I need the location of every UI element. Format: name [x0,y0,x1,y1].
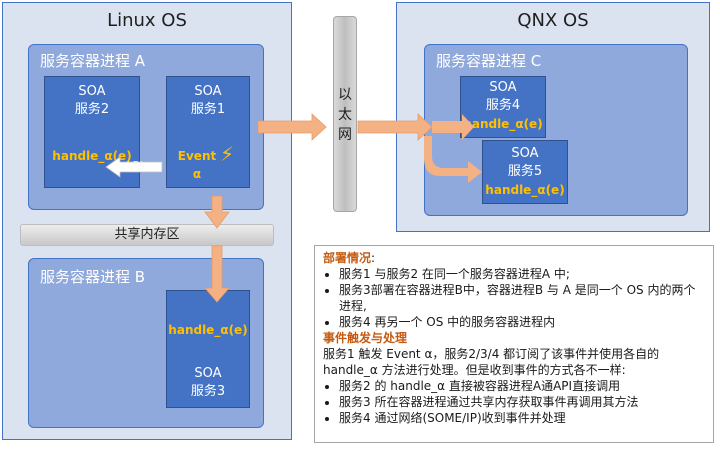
container-a-title: 服务容器进程 A [40,52,146,70]
service5-box: SOA 服务5 handle_α(e) [482,140,568,204]
arrow-to-service5 [424,136,482,183]
ethernet-char-1: 以 [338,87,352,103]
service1-name2: 服务1 [190,102,226,117]
notes-panel: 部署情况: 服务1 与服务2 在同一个服务容器进程A 中; 服务3部署在容器进程… [314,245,714,443]
service1-event-word: Event [177,149,217,163]
lightning-icon: ⚡ [220,142,235,166]
container-c-title: 服务容器进程 C [436,52,542,70]
service4-name1: SOA [489,80,517,95]
ethernet-char-3: 网 [338,127,352,143]
ethernet-bar: 以 太 网 [333,16,357,212]
deploy-heading-line: 部署情况: [323,250,705,266]
service5-name2: 服务5 [507,164,543,179]
service1-event-symbol: α [192,167,202,181]
service4-handler: handle_α(e) [463,117,543,131]
service1-name1: SOA [194,84,222,99]
service1-box: SOA 服务1 Event α [166,76,250,188]
deploy-item: 服务1 与服务2 在同一个服务容器进程A 中; [339,266,705,282]
service5-handler: handle_α(e) [485,183,565,197]
event-heading: 事件触发与处理 [323,331,408,345]
service2-name1: SOA [78,84,106,99]
service3-handler: handle_α(e) [168,323,248,337]
shared-memory-bar: 共享内存区 [20,224,274,246]
api-arrow [105,156,163,178]
service2-name2: 服务2 [74,102,110,117]
event-item: 服务4 通过网络(SOME/IP)收到事件并处理 [339,410,705,426]
ethernet-char-2: 太 [338,107,352,123]
arrow-to-shared-memory [204,195,230,229]
service3-name1: SOA [194,366,222,381]
arrow-to-ethernet [257,113,327,141]
linux-os-title: Linux OS [107,10,187,31]
deploy-item: 服务3部署在容器进程B中，容器进程B 与 A 是同一个 OS 内的两个进程, [339,282,705,314]
deploy-colon: : [371,251,376,265]
event-paragraph: 服务1 触发 Event α，服务2/3/4 都订阅了该事件并使用各自的 han… [323,347,660,377]
event-item: 服务3 所在容器进程通过共享内存获取事件再调用其方法 [339,394,705,410]
service3-name2: 服务3 [190,384,226,399]
container-b-title: 服务容器进程 B [40,268,146,286]
service4-box: SOA 服务4 handle_α(e) [460,76,546,138]
event-item: 服务2 的 handle_α 直接被容器进程A通API直接调用 [339,378,705,394]
arrow-to-service4 [432,114,474,140]
service4-name2: 服务4 [485,98,521,113]
arrow-from-ethernet [357,113,433,141]
deploy-heading: 部署情况 [323,251,372,265]
service2-handler: handle_α(e) [52,149,132,163]
event-list: 服务2 的 handle_α 直接被容器进程A通API直接调用 服务3 所在容器… [323,378,705,426]
qnx-os-title: QNX OS [517,10,589,31]
service3-box: handle_α(e) SOA 服务3 [166,290,250,408]
deploy-list: 服务1 与服务2 在同一个服务容器进程A 中; 服务3部署在容器进程B中，容器进… [323,266,705,330]
deploy-item: 服务4 再另一个 OS 中的服务容器进程内 [339,314,705,330]
arrow-to-service3 [204,245,230,303]
service5-name1: SOA [511,146,539,161]
